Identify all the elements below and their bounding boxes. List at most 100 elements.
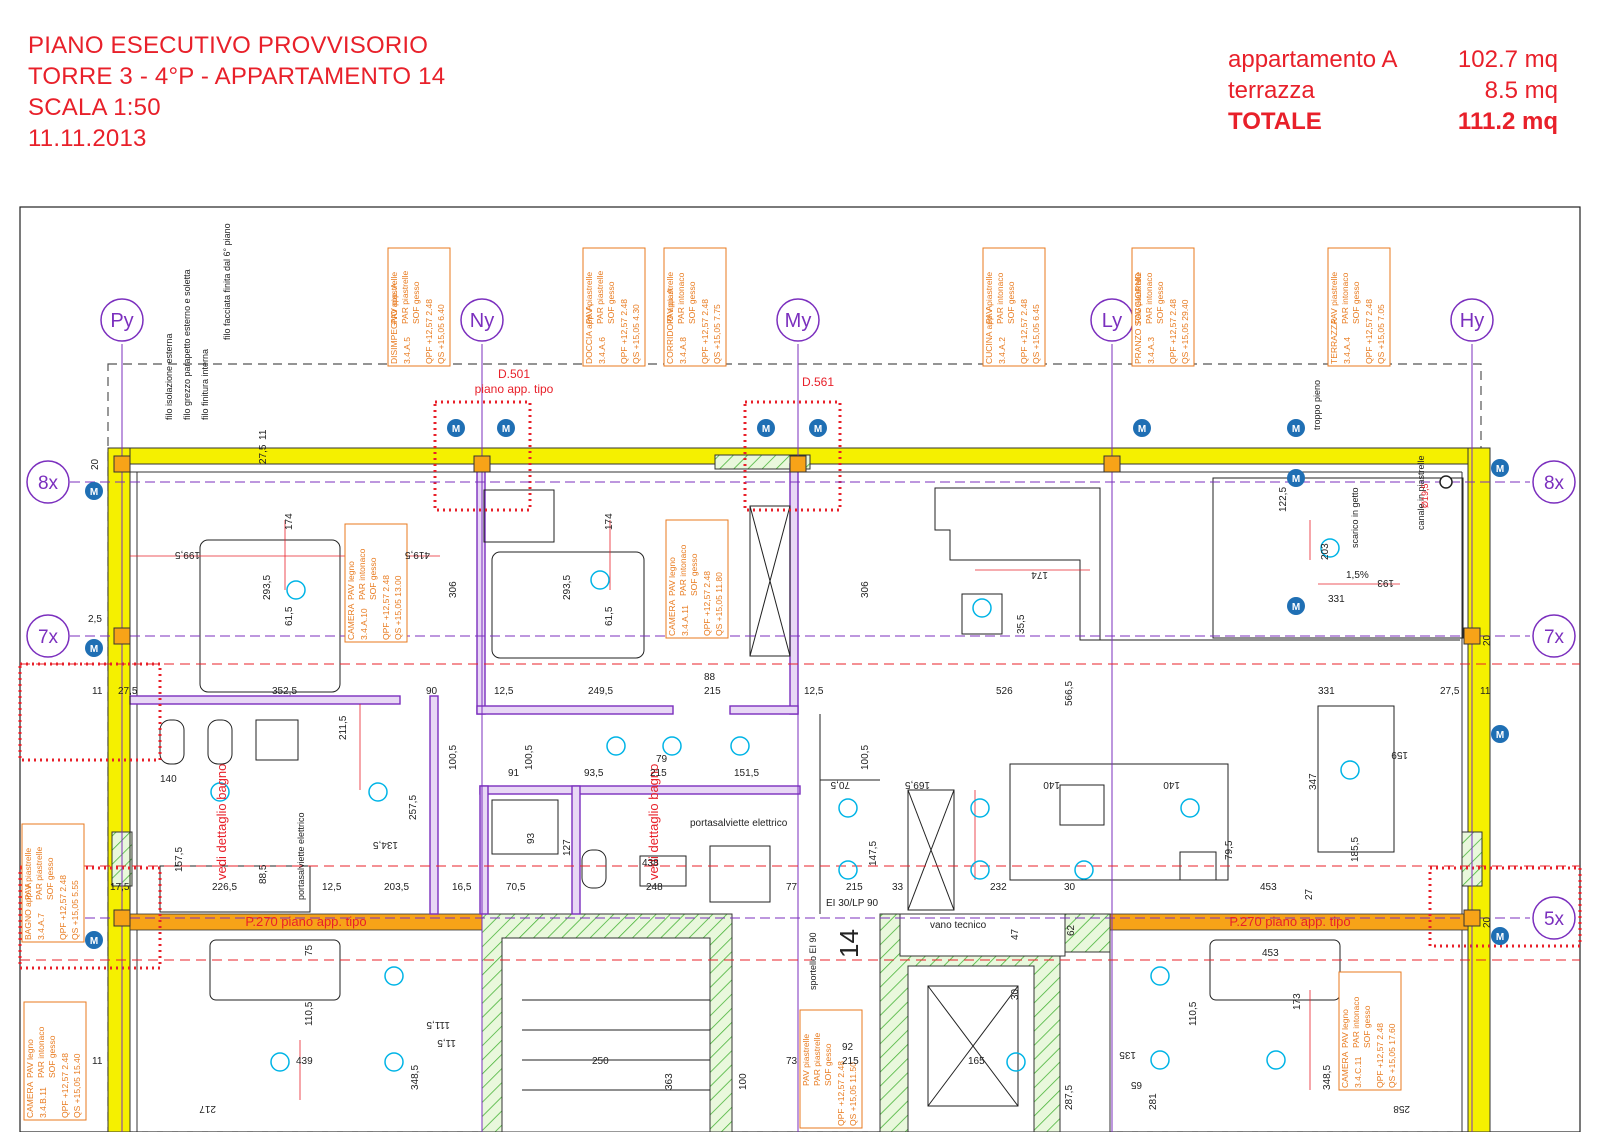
dim-label: 363 [664,1073,675,1090]
tag-code: 3.4.A.7 [36,913,46,940]
tag-ceiling: SOF gesso [1351,281,1361,324]
dim-label: 174 [1031,569,1048,580]
band-label-right: P.270 piano app. tipo [1229,914,1350,929]
detail-callouts: D.501 piano app. tipo D.561 P.270 piano … [245,367,1350,929]
dim-label: 438 [642,858,659,869]
dim-label: 215 [842,1056,859,1067]
tag-floor: PAV piastrelle [389,272,399,324]
dim-label: 75 [304,944,315,956]
svg-text:M: M [814,424,822,435]
tag-floor: PAV legno [25,1039,35,1078]
tag-ceiling: SOF gesso [687,281,697,324]
tag-qs: QS +15,05 11.80 [714,572,724,636]
dim-label: 419,5 [405,549,430,560]
tag-code: 3.4.A.10 [359,608,369,640]
tag-wall: PAR intonaco [1144,272,1154,324]
title-line-4: 11.11.2013 [28,125,147,152]
dim-label: 110,5 [1188,1001,1199,1026]
tag-qs: QS +15,05 15.40 [72,1053,82,1118]
dim-label: 140 [1043,779,1060,790]
dim-label: 11 [92,686,103,697]
dim-label: 122,5 [1278,487,1289,512]
dim-label: 11 [1480,686,1491,697]
dim-label: 151,5 [734,768,759,779]
dim-label: 250 [592,1056,609,1067]
dim-label: 100,5 [448,745,459,770]
column-nodes [113,455,1481,927]
tag-qs: QS +15,05 13.00 [393,575,403,640]
dim-label: 169,5 [905,779,930,790]
grid-label-py: Py [110,310,133,332]
tag-room: BAGNO app. A [23,883,33,940]
dim-label: 65 [1130,1079,1142,1090]
tag-code: 3.4.A.8 [678,337,688,364]
grid-bubble-7x-left [26,614,70,658]
dim-label: 287,5 [1064,1085,1075,1110]
area-summary: appartamento A 102.7 mq terrazza 8.5 mq … [1228,44,1558,137]
tag-floor: PAV legno [346,561,356,600]
dim-label: 453 [1260,882,1277,893]
title-line-2: TORRE 3 - 4°P - APPARTAMENTO 14 [28,63,446,90]
area-total-row: TOTALE 111.2 mq [1228,106,1558,137]
dim-label: 306 [448,581,459,598]
dim-label: 165 [968,1056,985,1067]
dim-label: 140 [1163,779,1180,790]
dim-label: 12,5 [804,686,824,697]
dim-label: 33 [892,882,904,893]
tag-room: DOCCIA app. A [584,305,594,364]
dim-label: 77 [786,882,798,893]
tag-room: CAMERA [346,603,356,640]
dim-label: 20 [1482,634,1493,646]
label-portasalv2: portasalviette elettrico [296,812,306,900]
dim-label: 61,5 [604,606,615,626]
tag-qpf: QPF +12,57 2.48 [1019,299,1029,364]
tag-qs: QS +15,05 29.40 [1180,299,1190,364]
dim-label: 70,5 [506,882,526,893]
dim-label: 217 [199,1103,216,1114]
tag-qpf: QPF +12,57 2.48 [836,1061,846,1126]
tag-wall: PAR piastrelle [34,847,44,900]
tag-qpf: QPF +12,57 2.48 [619,299,629,364]
svg-text:M: M [90,487,98,498]
dim-label: 174 [284,513,295,530]
drawing-frame [19,206,1581,1132]
tag-floor: PAV legno [1340,1009,1350,1048]
tag-room: CUCINA app. A [984,305,994,364]
tag-qs: QS +15,05 7.05 [1376,304,1386,364]
dim-label: 173 [1292,993,1303,1010]
tag-room: CAMERA [1340,1051,1350,1088]
tag-floor: PAV piastrelle [23,848,33,900]
label-sportello: sportello EI 90 [808,932,818,990]
red-dash-lines [20,663,1580,961]
area-row: terrazza 8.5 mq [1228,75,1558,106]
svg-text:M: M [1496,932,1504,943]
tag-code: 3.4.A.2 [997,337,1007,364]
label-slope: 1,5% [1346,570,1369,581]
dim-label: 134,5 [373,839,398,850]
dim-label: 135 [1119,1049,1136,1060]
tag-wall: PAR piastrelle [400,271,410,324]
dim-label: 203 [1320,543,1331,560]
tag-wall: PAR intonaco [1351,996,1361,1048]
core-hatch [111,454,1483,1132]
label-finish: filo finitura interna [200,349,210,420]
title-line-1: PIANO ESECUTIVO PROVVISORIO [28,32,429,59]
dim-label: 20 [1482,916,1493,928]
grid-lines [70,344,1530,1132]
label-canale: canale in piastrelle [1416,455,1426,530]
dim-label: 62 [1066,924,1077,936]
dim-label: 100,5 [524,745,535,770]
dim-label: 347 [1308,773,1319,790]
dim-label: 203,5 [384,882,409,893]
tag-qpf: QPF +12,57 2.48 [1375,1023,1385,1088]
tag-ceiling: SOF gesso [689,553,699,596]
dim-label: 110,5 [304,1001,315,1026]
tag-wall: PAR intonaco [357,548,367,600]
detail-d501-sub: piano app. tipo [475,382,554,396]
label-portasalv: portasalviette elettrico [690,818,788,829]
tag-qs: QS +15,05 6.40 [436,304,446,364]
dim-label: 93,5 [584,768,604,779]
